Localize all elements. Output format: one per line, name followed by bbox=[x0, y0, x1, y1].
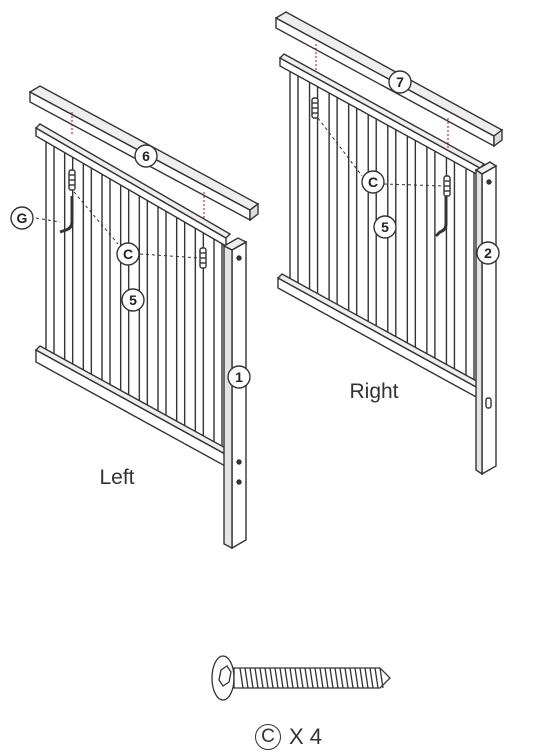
callout-part-5-right: 5 bbox=[373, 215, 397, 239]
screw-thread bbox=[344, 667, 349, 689]
slat bbox=[157, 199, 167, 430]
right-panel-assembly bbox=[274, 11, 504, 476]
screw-thread bbox=[339, 667, 344, 689]
screw-thread bbox=[244, 667, 249, 689]
screw-thread bbox=[289, 667, 294, 689]
post-1 bbox=[231, 240, 247, 550]
slat bbox=[82, 157, 93, 389]
screw-c-illustration bbox=[211, 655, 391, 701]
screw-thread bbox=[254, 667, 259, 689]
slat bbox=[347, 98, 358, 328]
left-screw-2 bbox=[199, 247, 207, 269]
screw-thread bbox=[259, 667, 264, 689]
screw-thread bbox=[299, 667, 304, 689]
svg-text:1: 1 bbox=[235, 369, 243, 385]
screw-thread bbox=[374, 667, 379, 689]
allen-key bbox=[59, 196, 74, 234]
screw-thread bbox=[349, 667, 354, 689]
screw-thread bbox=[379, 667, 384, 689]
screw-thread bbox=[309, 667, 314, 689]
slat bbox=[328, 88, 338, 317]
slat bbox=[45, 136, 55, 368]
left-panel-assembly bbox=[28, 85, 260, 550]
callout-part-5-left: 5 bbox=[121, 288, 145, 312]
screw-thread bbox=[284, 667, 289, 689]
callout-hardware-c-left: C bbox=[116, 242, 140, 266]
hardware-c-symbol: C bbox=[255, 724, 281, 750]
screw-thread bbox=[269, 667, 274, 689]
screw-thread bbox=[264, 667, 269, 689]
screw-thread bbox=[279, 667, 284, 689]
screw-thread bbox=[304, 667, 309, 689]
callout-part-1: 1 bbox=[227, 365, 251, 389]
slat bbox=[465, 162, 475, 392]
svg-text:C: C bbox=[368, 174, 378, 190]
screw-thread bbox=[239, 667, 244, 689]
callout-part-7: 7 bbox=[388, 70, 412, 94]
right-screw-2 bbox=[443, 175, 451, 197]
svg-text:7: 7 bbox=[396, 74, 404, 90]
hardware-quantity: X 4 bbox=[289, 724, 323, 749]
screw-thread bbox=[324, 667, 329, 689]
hardware-quantity-note: C X 4 bbox=[255, 720, 322, 754]
callout-part-2: 2 bbox=[476, 241, 500, 265]
screw-thread bbox=[329, 667, 334, 689]
post-2 bbox=[481, 164, 497, 476]
right-screw-1 bbox=[311, 97, 319, 119]
screw-thread bbox=[319, 667, 324, 689]
callout-part-6: 6 bbox=[134, 144, 158, 168]
callout-hardware-g: G bbox=[10, 206, 34, 230]
svg-text:2: 2 bbox=[484, 245, 492, 261]
svg-text:C: C bbox=[123, 246, 133, 262]
screw-thread bbox=[354, 667, 359, 689]
slat bbox=[213, 230, 223, 462]
slat bbox=[289, 66, 299, 296]
screw-thread bbox=[334, 667, 339, 689]
slat bbox=[426, 141, 436, 370]
right-allen-key bbox=[434, 196, 448, 238]
svg-text:6: 6 bbox=[142, 148, 150, 164]
callout-hardware-c-right: C bbox=[361, 170, 385, 194]
screw-thread bbox=[294, 667, 299, 689]
left-screw-1 bbox=[68, 169, 76, 191]
left-panel-label: Left bbox=[99, 466, 134, 489]
slat bbox=[101, 168, 111, 399]
svg-text:5: 5 bbox=[381, 219, 389, 235]
slat bbox=[406, 130, 417, 360]
right-panel-label: Right bbox=[349, 380, 398, 403]
screw-thread bbox=[314, 667, 319, 689]
screw-thread bbox=[369, 667, 374, 689]
svg-text:G: G bbox=[17, 210, 28, 226]
screw-thread bbox=[359, 667, 364, 689]
svg-text:5: 5 bbox=[129, 292, 137, 308]
slat bbox=[175, 209, 186, 441]
screw-thread bbox=[274, 667, 279, 689]
screw-thread bbox=[249, 667, 254, 689]
left-bottom-rail bbox=[35, 348, 237, 474]
screw-thread bbox=[364, 667, 369, 689]
